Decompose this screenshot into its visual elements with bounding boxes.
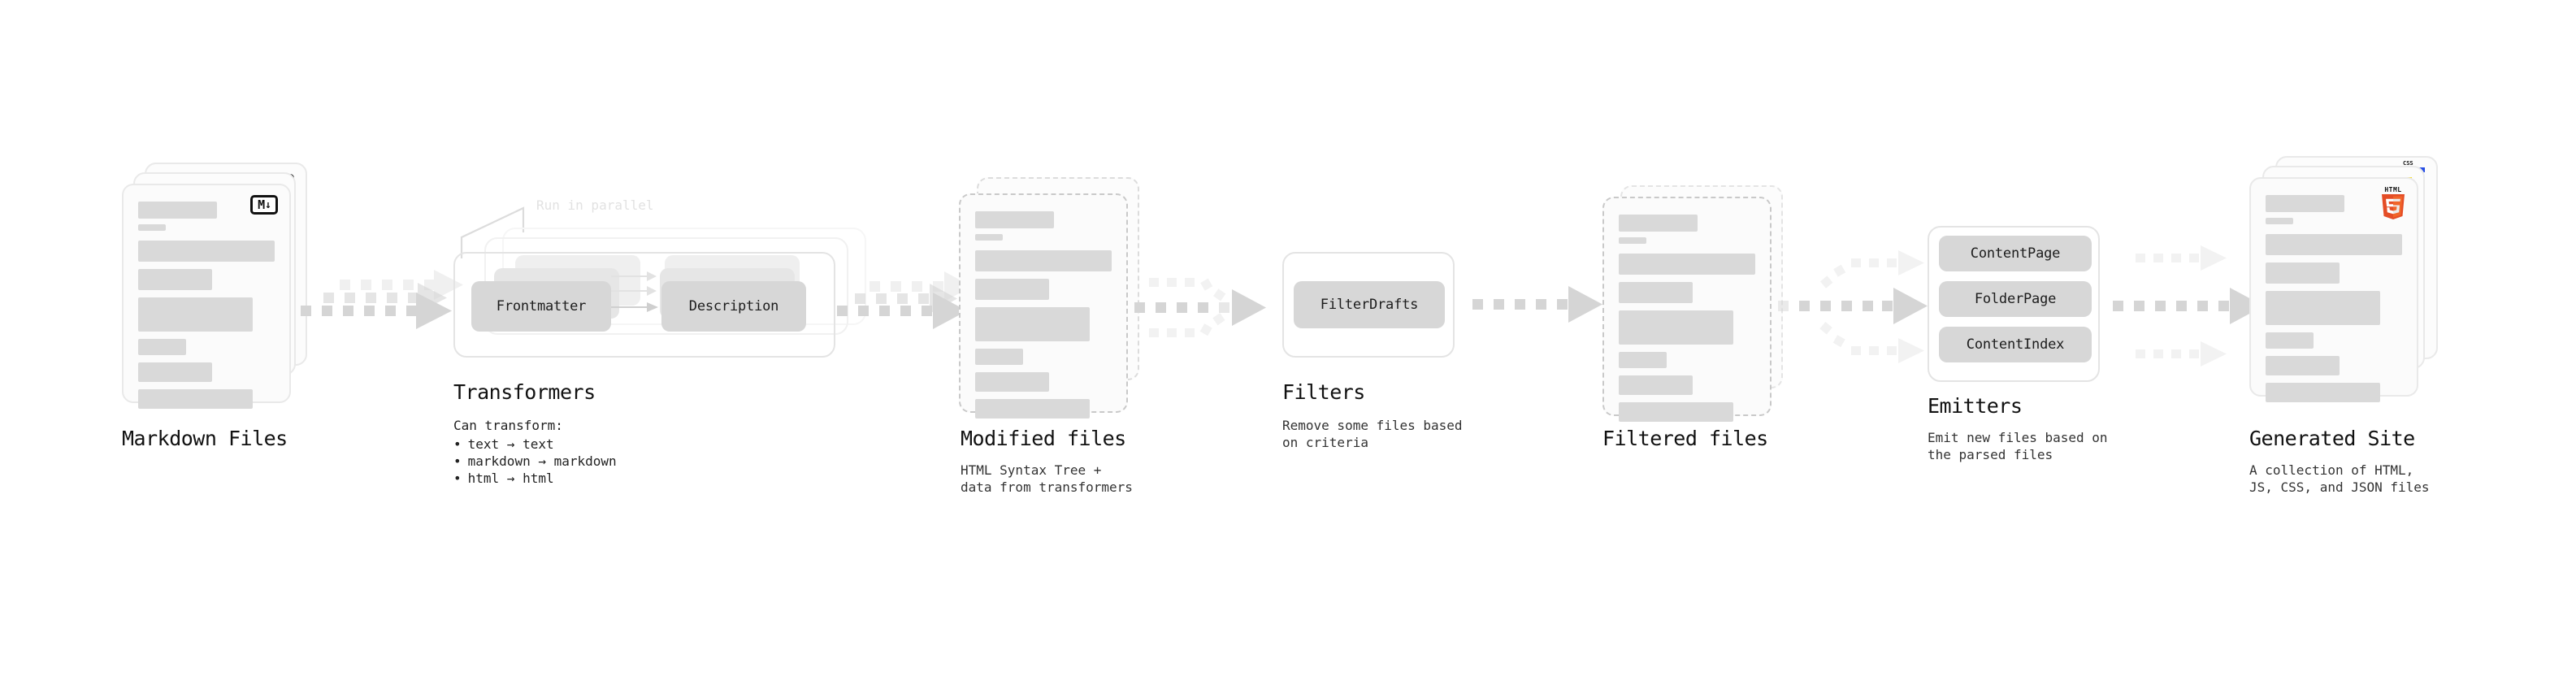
skeleton-line <box>975 399 1091 419</box>
emitter-pill-contentpage[interactable]: ContentPage <box>1939 236 2092 271</box>
stage-title-filters: Filters <box>1282 380 1365 404</box>
bullets-header: Can transform: <box>453 418 563 433</box>
skeleton-line <box>975 372 1049 392</box>
emitter-pill-contentindex[interactable]: ContentIndex <box>1939 327 2092 362</box>
stage-desc-emitters: Emit new files based on the parsed files <box>1928 430 2108 463</box>
filtered-card-front <box>1602 197 1772 422</box>
skeleton-line <box>1619 282 1693 303</box>
skeleton-line <box>2266 234 2402 255</box>
skeleton-line <box>975 349 1023 365</box>
connector-filters-to-filtered <box>1472 286 1602 323</box>
markdown-icon: M↓ <box>250 195 278 215</box>
filter-pill-label: FilterDrafts <box>1320 297 1419 313</box>
skeleton-line <box>1619 352 1667 368</box>
skeleton-line <box>1619 237 1646 244</box>
markdown-letter: M <box>258 197 265 212</box>
run-in-parallel-bracket <box>460 206 525 258</box>
skeleton-line <box>1619 254 1755 275</box>
skeleton-line <box>1619 215 1698 232</box>
html5-icon: HTML <box>2379 186 2407 220</box>
skeleton-line <box>2266 383 2381 402</box>
skeleton-line <box>138 297 254 332</box>
connector-emitters-to-site <box>2113 245 2264 367</box>
emitter-pill-folderpage[interactable]: FolderPage <box>1939 281 2092 317</box>
css-label: CSS <box>2403 160 2413 167</box>
connector-transformers-to-modified <box>837 271 972 329</box>
skeleton-line <box>138 362 212 382</box>
emitter-pill-label: ContentIndex <box>1966 336 2065 353</box>
markdown-card-front: M↓ <box>122 184 291 409</box>
skeleton-line <box>138 224 166 231</box>
emitter-pill-label: FolderPage <box>1974 291 2057 307</box>
transformer-pill-label: Frontmatter <box>496 298 587 314</box>
stage-title-generated-site: Generated Site <box>2249 427 2415 450</box>
connector-modified-to-filters <box>1134 278 1266 337</box>
connector-filtered-to-emitters <box>1778 250 1928 363</box>
html5-shield <box>2382 194 2405 219</box>
bullet-item: html → html <box>453 470 617 487</box>
stage-title-markdown-files: Markdown Files <box>122 427 288 450</box>
skeleton-line <box>2266 291 2381 325</box>
skeleton-line <box>1619 310 1734 345</box>
stage-desc-modified-files: HTML Syntax Tree + data from transformer… <box>961 462 1133 496</box>
transformer-inner-arrows <box>611 271 658 312</box>
stage-desc-generated-site: A collection of HTML, JS, CSS, and JSON … <box>2249 462 2430 496</box>
filters-group <box>1282 252 1455 358</box>
bullet-item: text → text <box>453 436 617 453</box>
transformer-pill-label: Description <box>688 298 779 314</box>
stage-title-filtered-files: Filtered files <box>1602 427 1768 450</box>
html5-label: HTML <box>2384 186 2402 193</box>
modified-card-front <box>959 193 1128 419</box>
skeleton-line <box>138 241 275 262</box>
markdown-arrow: ↓ <box>265 198 271 211</box>
transformer-pill-description[interactable]: Description <box>661 281 806 332</box>
skeleton-line <box>2266 218 2293 224</box>
skeleton-line <box>975 279 1049 300</box>
skeleton-line <box>2266 356 2340 375</box>
skeleton-line <box>1619 375 1693 395</box>
skeleton-line <box>1619 402 1734 422</box>
transformers-bullets: Can transform: text → text markdown → ma… <box>453 417 617 487</box>
skeleton-line <box>2266 195 2345 212</box>
skeleton-line <box>975 307 1091 341</box>
stage-title-emitters: Emitters <box>1928 394 2023 418</box>
skeleton-line <box>975 211 1055 228</box>
bullets-list: text → text markdown → markdown html → h… <box>453 436 617 487</box>
stage-desc-filters: Remove some files based on criteria <box>1282 418 1463 451</box>
emitters-group <box>1928 226 2100 382</box>
skeleton-line <box>138 389 254 409</box>
skeleton-line <box>2266 332 2314 349</box>
bullet-item: markdown → markdown <box>453 453 617 470</box>
skeleton-line <box>138 202 218 219</box>
stage-title-modified-files: Modified files <box>961 427 1126 450</box>
transformers-group-front <box>453 252 835 358</box>
stage-title-transformers: Transformers <box>453 380 596 404</box>
connector-md-to-transformers <box>301 270 463 329</box>
transformer-pill-frontmatter[interactable]: Frontmatter <box>471 281 611 332</box>
skeleton-line <box>975 250 1112 271</box>
emitter-pill-label: ContentPage <box>1970 245 2061 262</box>
site-card-front: HTML <box>2249 177 2418 402</box>
run-in-parallel-label: Run in parallel <box>536 197 654 213</box>
filter-pill-filterdrafts[interactable]: FilterDrafts <box>1294 281 1445 328</box>
skeleton-line <box>975 234 1003 241</box>
skeleton-line <box>138 339 186 355</box>
skeleton-line <box>138 269 212 290</box>
skeleton-line <box>2266 262 2340 284</box>
